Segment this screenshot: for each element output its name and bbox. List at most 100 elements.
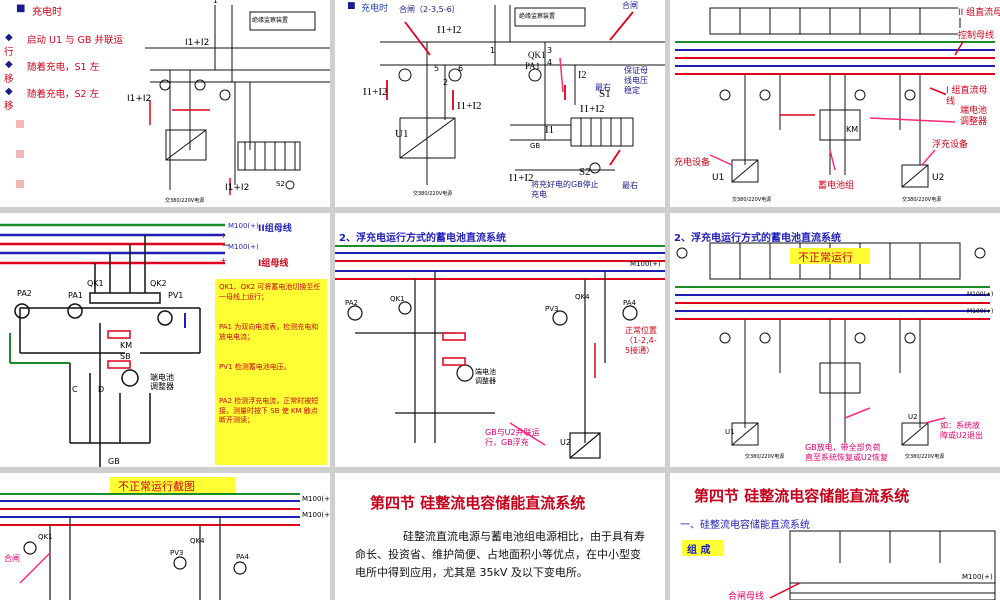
power-source-label: 交380/220V电源 — [413, 191, 453, 197]
slide1-title: 充电时 — [32, 7, 62, 18]
power-source-label: 交380/220V电源 — [745, 454, 785, 460]
slide-thumbnail-1[interactable]: 1 ■ 充电时 ◆ 启动 U1 与 GB 并联运 行 ◆ 随着充电，S1 左 移… — [0, 0, 330, 207]
fault-note: 如：系统故 障或U2退出 — [940, 421, 983, 441]
slide1-bullet-2-cont: 移 — [4, 74, 14, 85]
m100-label: M100(+) — [962, 573, 993, 581]
slide-thumbnail-6[interactable]: 2、浮充电运行方式的蓄电池直流系统 不正常运行 M100(+) M100(+) … — [670, 213, 1000, 467]
i1-label: I1 — [545, 124, 555, 136]
regulator-label: 端电池 调整器 — [150, 373, 174, 391]
gb-label: GB — [530, 142, 541, 150]
plus-sign: + — [220, 231, 227, 240]
km-label: KM — [846, 125, 859, 134]
slide-thumbnail-2[interactable]: ■ 充电时 合闸（2-3,5-6） 绝缘监察装置 合闸 I1+I2 I1+I2 … — [335, 0, 665, 207]
pv1-label: PV1 — [168, 291, 184, 300]
m100-label: M100(+) — [630, 260, 661, 268]
slide-thumbnail-4[interactable]: M100(+) + − M100(+) + II组母线 I组母线 PA2 PA1… — [0, 213, 330, 467]
qk1-label: QK1 — [38, 533, 53, 541]
slide1-title-bullet: ■ — [16, 3, 26, 14]
section-body: 硅整流直流电源与蓄电池组电源相比，由于具有寿命长、投资省、维护简便、占地面积小等… — [355, 530, 645, 579]
current-label: I1+I2 — [437, 24, 462, 36]
abnormal-screenshot-text: 不正常运行截图 — [118, 480, 195, 493]
decor-square — [16, 120, 24, 128]
circuit-diagram — [335, 245, 665, 459]
rightmost-label: 最右 — [622, 181, 638, 190]
km-label: KM — [120, 341, 133, 350]
terminal-number: 2 — [443, 78, 449, 87]
u1-label: U1 — [725, 428, 735, 436]
section-heading: 第四节 硅整流电容储能直流系统 — [370, 494, 586, 512]
keep-voltage-note: 保证母 线电压 稳定 — [624, 66, 648, 95]
m100-label: M100(+) — [302, 495, 330, 503]
power-source-label: 交380/220V电源 — [165, 198, 205, 204]
pa1-label: PA1 — [525, 61, 541, 71]
current-label: I1+I2 — [127, 94, 152, 104]
pa4-label: PA4 — [236, 553, 250, 561]
sb-label: SB — [120, 352, 131, 361]
current-label: I1+I2 — [509, 172, 534, 184]
qk4-label: QK4 — [190, 537, 205, 545]
power-source-label: 交380/220V电源 — [732, 197, 772, 203]
slide5-title: 2、浮充电运行方式的蓄电池直流系统 — [339, 233, 506, 244]
slide2-title: 充电时 — [361, 4, 389, 14]
parallel-note: GB与U2并联运 行，GB浮充 — [485, 428, 540, 447]
s2-label: S2 — [276, 180, 285, 188]
slide-thumbnail-5[interactable]: 2、浮充电运行方式的蓄电池直流系统 M100(+) 正常位置 （1-2,4- 5… — [335, 213, 665, 467]
abnormal-screenshot-banner: 不正常运行截图 — [110, 477, 235, 493]
qk1-label: QK1 — [528, 50, 546, 60]
m100-label: M100(+) — [967, 291, 994, 298]
u1-label: U1 — [395, 128, 409, 140]
composition-badge-text: 组 成 — [687, 545, 711, 556]
s2-label: S2 — [579, 166, 591, 178]
bus-1-label: I组母线 — [258, 259, 289, 269]
switch-close-label: 合闸 — [4, 553, 20, 564]
current-label: I1+I2 — [185, 38, 210, 48]
normal-position-note: 正常位置 （1-2,4- 5接通） — [625, 326, 657, 355]
terminal-number: 3 — [547, 46, 553, 55]
m100-label: M100(+) — [302, 511, 330, 519]
power-source-label: 交380/220V电源 — [902, 197, 942, 203]
slide-thumbnail-7[interactable]: 不正常运行截图 M100(+) M100(+) 合闸 QK1 QK4 PV3 P… — [0, 473, 330, 600]
battery-group-label: 蓄电池组 — [818, 181, 855, 191]
circuit-diagram — [380, 5, 665, 185]
circuit-diagram — [675, 7, 995, 188]
insulation-monitor-label: 绝缘监察装置 — [519, 13, 556, 20]
slide1-bullet-1-cont: 行 — [4, 47, 14, 58]
note-qk: QK1、QK2 可将蓄电池切换至任一母线上运行； — [219, 283, 321, 301]
slide-thumbnail-9[interactable]: 第四节 硅整流电容储能直流系统 一、硅整流电容储能直流系统 组 成 合闸母线 M… — [670, 473, 1000, 600]
end-cell-regulator-label: 端电池 调整器 — [960, 106, 988, 128]
bus-m100-label: M100(+) — [228, 243, 259, 251]
gb-discharge-note: GB放电，带全部负荷 直至系统恢复或U2恢复 — [805, 443, 888, 463]
u2-label: U2 — [932, 173, 945, 183]
bullet-marker: ◆ — [5, 59, 13, 70]
charging-device-label: 充电设备 — [674, 158, 711, 168]
slide6-title: 2、浮充电运行方式的蓄电池直流系统 — [674, 233, 841, 244]
note-pv1: PV1 检测蓄电池电压。 — [219, 363, 291, 371]
pv3-label: PV3 — [170, 549, 184, 557]
pv3-label: PV3 — [545, 305, 559, 313]
section-heading: 第四节 硅整流电容储能直流系统 — [694, 487, 910, 505]
pa4-label: PA4 — [623, 299, 637, 307]
switch-close-right-label: 合闸 — [622, 1, 638, 10]
slide2-title-bullet: ■ — [347, 1, 356, 11]
slide1-bullet-2: 随着充电，S1 左 — [27, 62, 100, 73]
circuit-diagram — [675, 242, 990, 446]
decor-square — [16, 150, 24, 158]
rightmost-label: 最右 — [595, 83, 611, 92]
float-device-label: 浮充设备 — [932, 137, 969, 150]
terminal-number: 4 — [547, 58, 553, 67]
u1-label: U1 — [712, 173, 725, 183]
control-bus-label: 控制母线 — [958, 28, 995, 41]
current-label: I1+I2 — [225, 183, 250, 193]
c-label: C — [72, 385, 78, 394]
slide-thumbnail-8[interactable]: 第四节 硅整流电容储能直流系统 硅整流直流电源与蓄电池组电源相比，由于具有寿命长… — [335, 473, 665, 600]
s1-label: S1 — [599, 88, 611, 100]
pa2-label: PA2 — [17, 289, 32, 298]
m100-label: M100(+) — [967, 308, 994, 315]
svg-text:1: 1 — [213, 0, 217, 5]
terminal-number: 1 — [490, 46, 496, 55]
power-source-label: 交380/220V电源 — [905, 454, 945, 460]
bullet-marker: ◆ — [5, 86, 13, 97]
qk4-label: QK4 — [575, 293, 590, 301]
